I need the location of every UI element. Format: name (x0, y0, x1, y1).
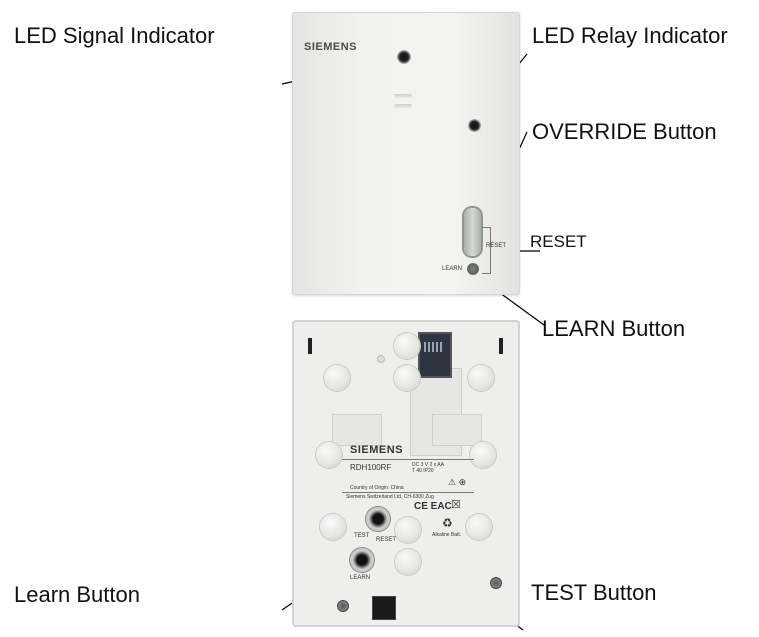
screw-icon (490, 577, 502, 589)
callout-led-relay: LED Relay Indicator (532, 23, 728, 48)
reset-bracket (482, 227, 491, 274)
label-divider (342, 459, 474, 460)
mounting-slot (308, 338, 312, 354)
front-reset-label: RESET (486, 243, 507, 249)
learn-button-front (467, 263, 479, 275)
front-brand-logo: SIEMENS (304, 41, 358, 53)
mounting-pad (320, 514, 346, 540)
certification-icon: ⚠ ⊕ (448, 477, 467, 487)
disposal-icon: ☒ (451, 499, 461, 511)
mounting-pad (324, 365, 350, 391)
mounting-pad (395, 517, 421, 543)
spec-line-2: T 40 IP20 (412, 468, 434, 474)
callout-led-signal: LED Signal Indicator (14, 23, 215, 48)
learn-button-back (350, 548, 374, 572)
recycle-icon: ♻ (442, 516, 453, 530)
manufacturer: Siemens Switzerland Ltd, CH-6300 Zug (346, 494, 434, 500)
back-base-image: SIEMENS RDH100RF DC 3 V 2 x AA T 40 IP20… (292, 320, 520, 627)
led-relay-indicator (468, 119, 481, 132)
mounting-pad (394, 365, 420, 391)
front-vent-slot (394, 94, 412, 98)
led-signal-indicator (397, 50, 411, 64)
callout-learn-back: Learn Button (14, 582, 140, 607)
front-vent-slot (394, 104, 412, 108)
callout-override: OVERRIDE Button (532, 119, 717, 144)
override-button (464, 208, 481, 256)
country-origin: Country of Origin: China (350, 485, 404, 491)
front-cover-image: SIEMENS RESET LEARN (292, 12, 520, 295)
back-reset-label: RESET (376, 537, 397, 543)
test-label: TEST (354, 533, 370, 539)
battery-label: Alkaline Batt. (432, 532, 462, 538)
recess-area (332, 414, 382, 446)
back-brand-logo: SIEMENS (350, 444, 404, 456)
label-divider (342, 492, 474, 493)
back-learn-label: LEARN (350, 575, 371, 581)
callout-learn-front: LEARN Button (542, 316, 686, 341)
ce-eac-mark: CE EAC (414, 501, 452, 512)
front-learn-label: LEARN (442, 266, 463, 272)
screw-icon (337, 600, 349, 612)
spec-line-1: DC 3 V 2 x AA (412, 462, 444, 468)
test-button (366, 507, 390, 531)
mounting-pad (316, 442, 342, 468)
recess-area (432, 414, 482, 446)
mounting-pad (468, 365, 494, 391)
callout-test: TEST Button (531, 580, 657, 605)
rj-connector (372, 596, 396, 620)
mounting-slot (499, 338, 503, 354)
callout-reset: RESET (530, 232, 587, 251)
model-number: RDH100RF (350, 463, 392, 472)
screw-hole (377, 355, 385, 363)
mounting-pad (394, 333, 420, 359)
terminal-connector (418, 332, 452, 378)
mounting-pad (470, 442, 496, 468)
mounting-pad (395, 549, 421, 575)
mounting-pad (466, 514, 492, 540)
